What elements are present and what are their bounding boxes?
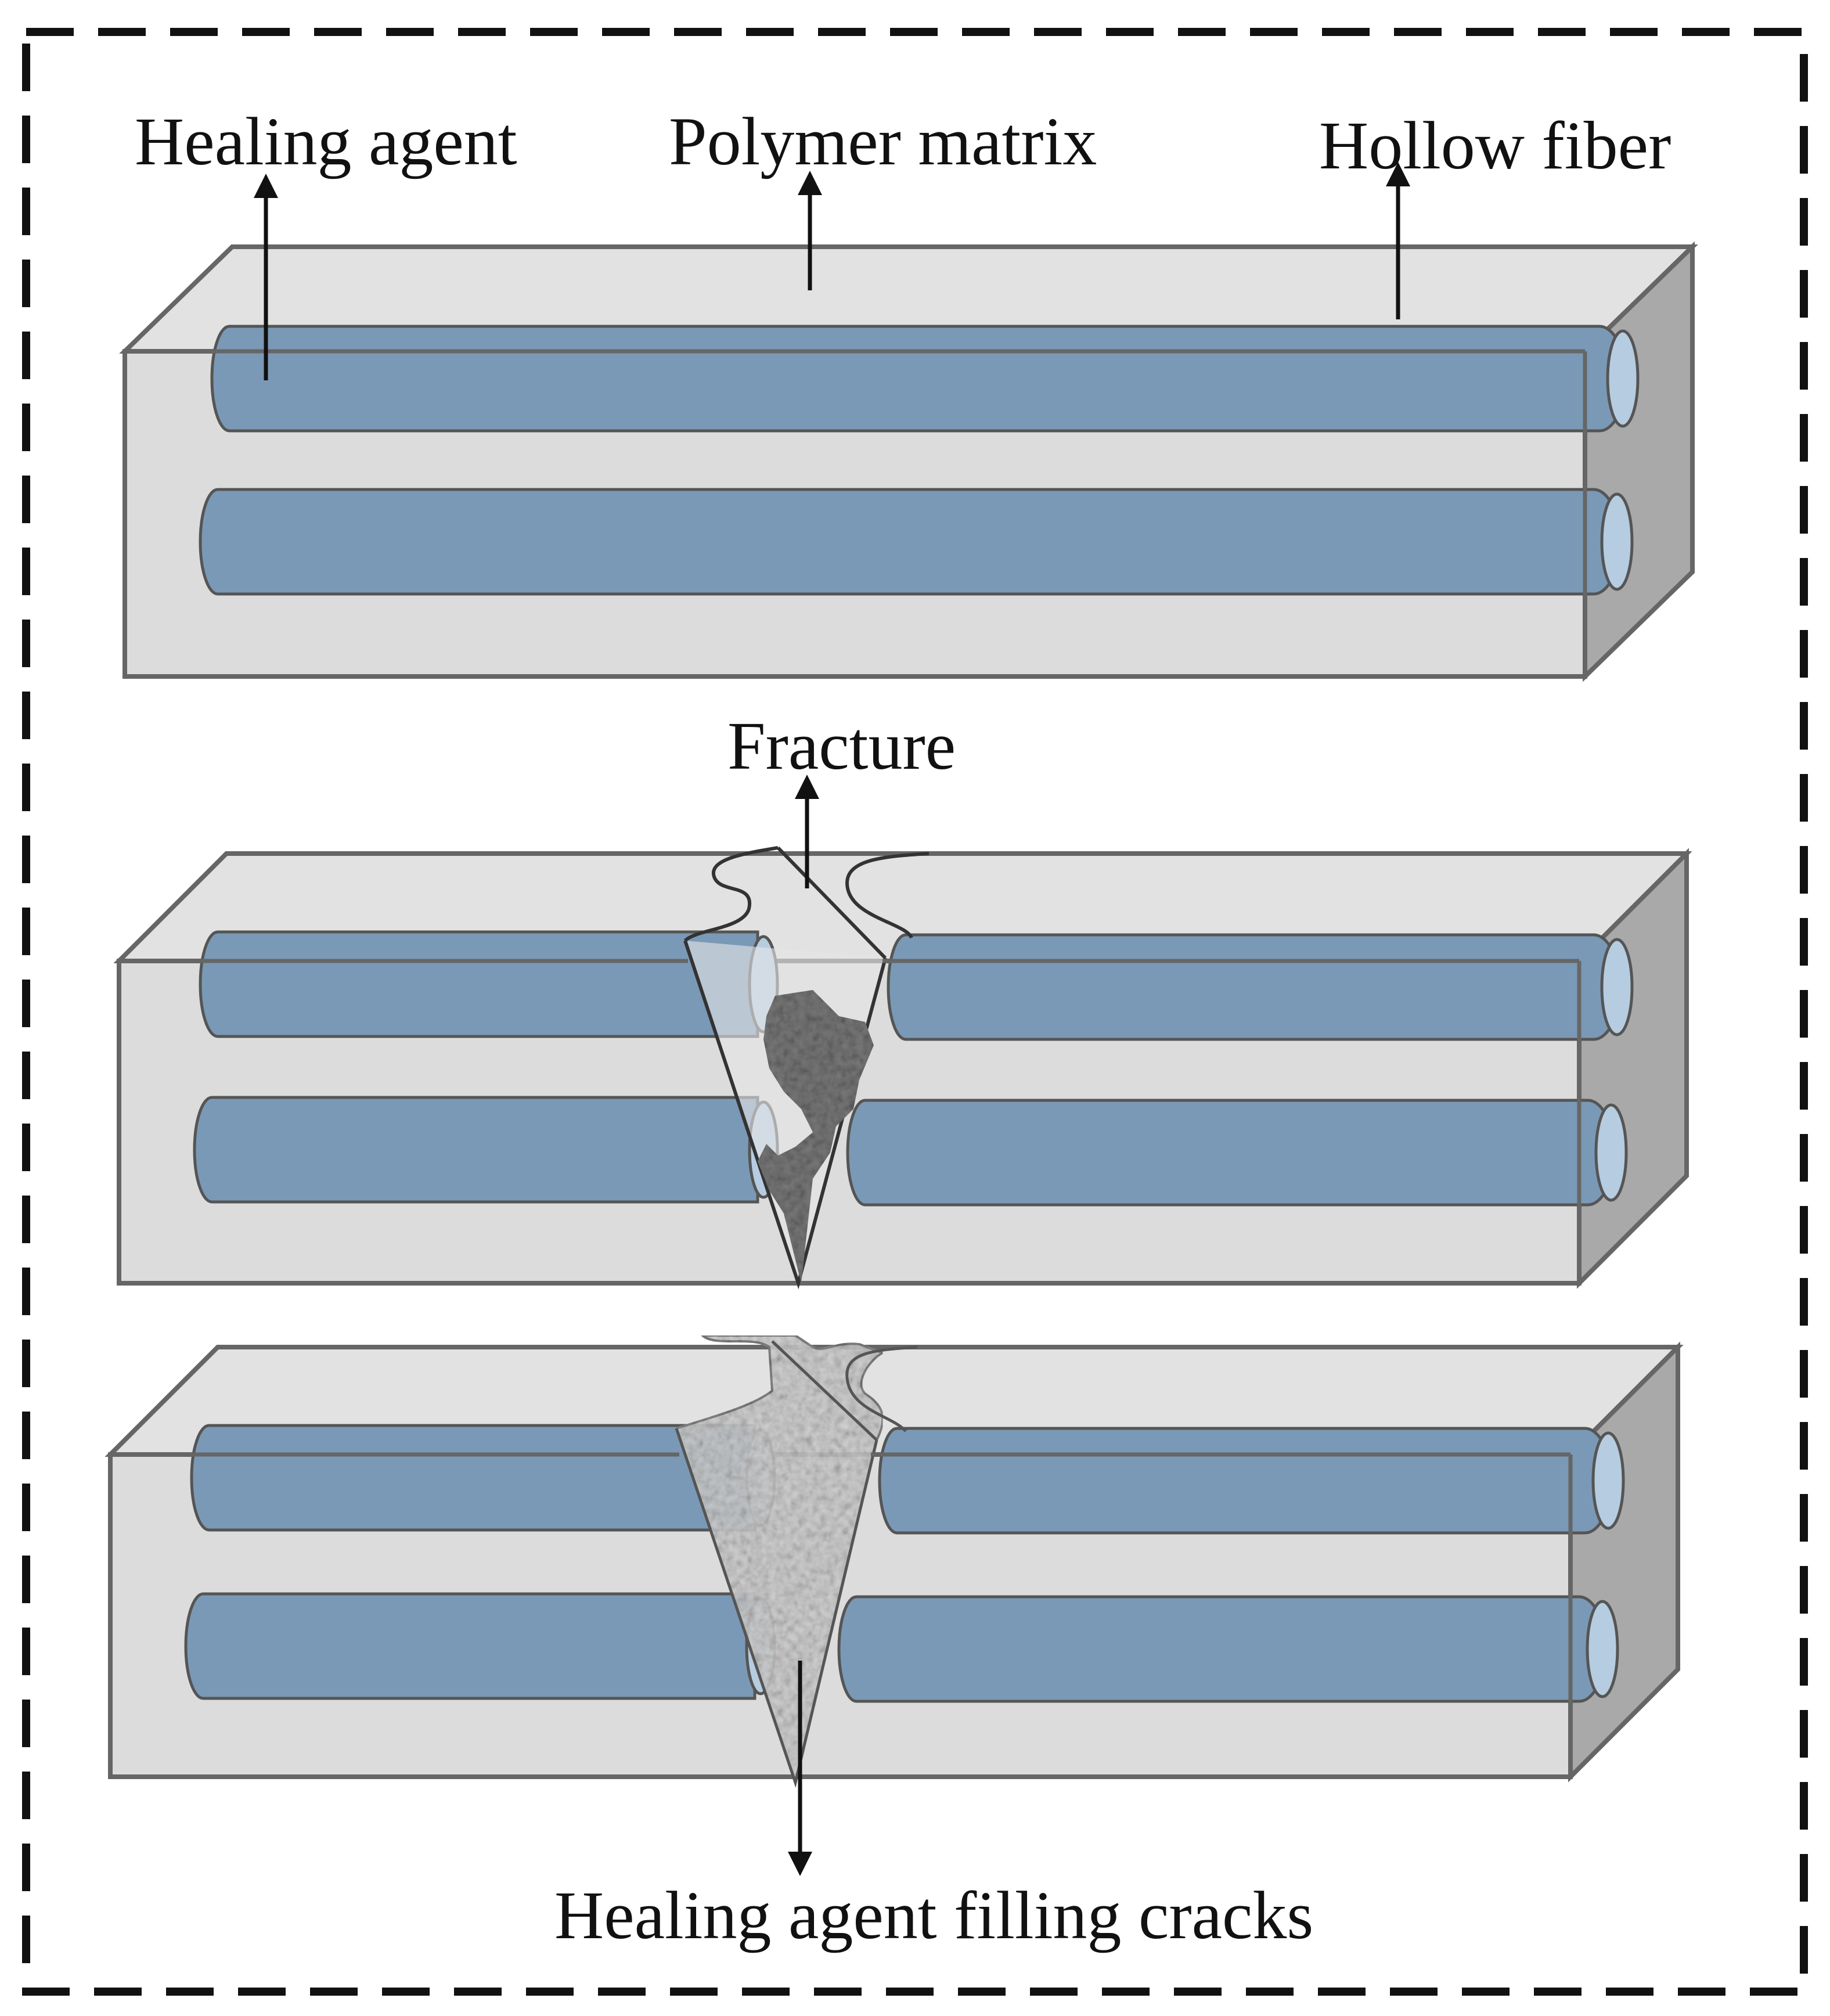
fiber-end [1594, 1103, 1628, 1202]
dashed-frame [22, 28, 1808, 1996]
healed-composite-block [105, 1334, 1684, 1788]
broken-fiber-right [846, 1099, 1628, 1207]
broken-fiber-right [887, 933, 1634, 1041]
broken-fiber-right [878, 1427, 1625, 1535]
intact-composite-block [119, 241, 1698, 682]
broken-fiber-left [184, 1592, 776, 1700]
fracture-surface [771, 1340, 878, 1441]
fracture-surface [776, 846, 887, 960]
fracture-surface [683, 846, 779, 942]
healing-agent-filled-crack [675, 1334, 885, 1787]
fracture-surface [675, 1428, 878, 1788]
fiber-end [1586, 1600, 1619, 1698]
fiber-end [1591, 1431, 1625, 1530]
fractured-composite-block [113, 846, 1692, 1290]
fiber-end [1600, 938, 1634, 1036]
fracture-surface [845, 1345, 918, 1432]
hollow-fiber [199, 488, 1634, 596]
fracture-surface [845, 852, 930, 939]
label-fracture: Fracture [727, 708, 956, 784]
label-hollow-fiber: Hollow fiber [1319, 107, 1672, 183]
fiber-end [1606, 329, 1640, 428]
hollow-fiber [210, 325, 1640, 433]
fiber-end [1600, 492, 1634, 591]
label-polymer-matrix: Polymer matrix [669, 103, 1097, 179]
broken-fiber-right [837, 1595, 1619, 1703]
released-healing-agent [758, 990, 874, 1283]
broken-fiber-left [193, 1096, 779, 1204]
label-healing-agent: Healing agent [135, 103, 517, 179]
label-healing-agent-filling-cracks: Healing agent filling cracks [554, 1877, 1314, 1953]
